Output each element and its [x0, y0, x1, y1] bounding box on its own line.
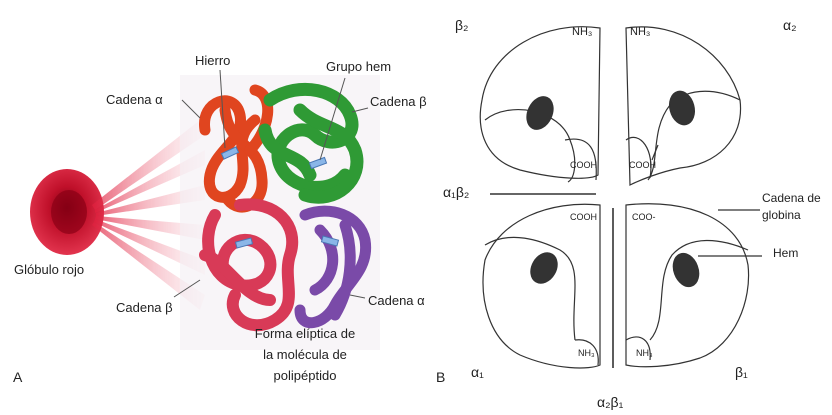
panel-b: B	[436, 27, 762, 385]
label-hierro: Hierro	[195, 53, 230, 68]
label-cadena-beta-top: Cadena β	[370, 94, 427, 109]
label-hem: Hem	[773, 246, 798, 260]
label-alpha2: α₂	[783, 17, 797, 33]
label-alpha1beta2: α₁β₂	[443, 184, 469, 200]
label-alpha2beta1: α₂β₁	[597, 394, 623, 410]
label-cooh-top-right: COOH	[629, 160, 656, 170]
label-nh3-top-right: NH₃	[630, 26, 650, 38]
label-nh3-bottom-right: NH₃	[636, 348, 653, 358]
label-grupo-hem: Grupo hem	[326, 59, 391, 74]
label-beta2: β₂	[455, 17, 469, 33]
label-beta1: β₁	[735, 364, 748, 380]
panel-b-letter: B	[436, 369, 445, 385]
panel-a-letter: A	[13, 369, 23, 385]
label-coo-bottom-right: COO-	[632, 212, 656, 222]
label-globulo-rojo: Glóbulo rojo	[14, 262, 84, 277]
label-cadena-beta-bottom: Cadena β	[116, 300, 173, 315]
label-forma-eliptica: Forma elíptica de la molécula de polipép…	[240, 323, 370, 386]
globina-line-1: Cadena de	[762, 190, 821, 207]
subunit-beta2	[480, 27, 600, 182]
label-cooh-top-left: COOH	[570, 160, 597, 170]
label-nh3-top-left: NH₃	[572, 26, 592, 38]
label-cadena-globina: Cadena de globina	[762, 190, 821, 224]
label-cadena-alpha-top: Cadena α	[106, 92, 163, 107]
red-blood-cell	[30, 169, 104, 255]
subunit-beta1	[626, 204, 749, 367]
forma-line-1: Forma elíptica de	[240, 323, 370, 344]
label-cooh-bottom-left: COOH	[570, 212, 597, 222]
globina-line-2: globina	[762, 207, 821, 224]
label-nh3-bottom-left: NH₃	[578, 348, 595, 358]
forma-line-3: polipéptido	[240, 365, 370, 386]
label-alpha1: α₁	[471, 364, 484, 380]
subunit-alpha1	[483, 204, 600, 368]
forma-line-2: la molécula de	[240, 344, 370, 365]
label-cadena-alpha-bottom: Cadena α	[368, 293, 425, 308]
